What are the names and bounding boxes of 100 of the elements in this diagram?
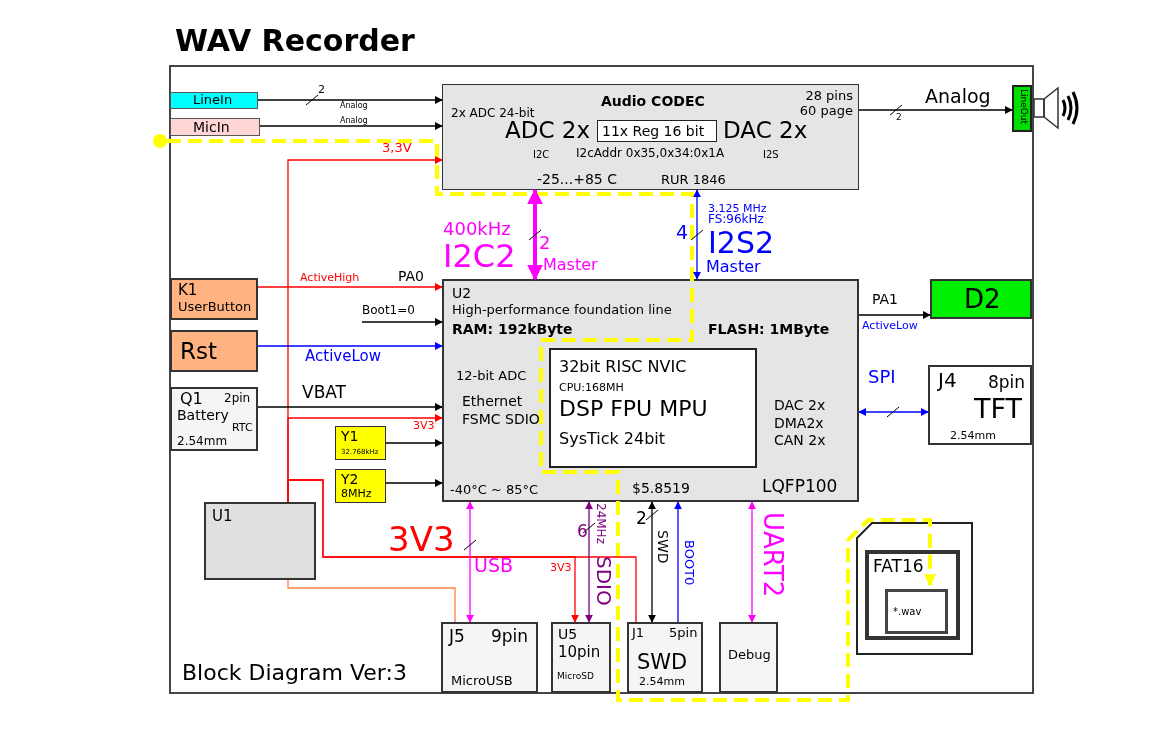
box-text: UserButton bbox=[178, 300, 252, 315]
connection-dot bbox=[153, 134, 167, 148]
crystal-box bbox=[335, 469, 386, 503]
box-text: I2C bbox=[533, 149, 550, 161]
edge-label: Analog bbox=[340, 101, 368, 111]
annotation-text: 400kHz bbox=[443, 219, 511, 240]
arrow bbox=[748, 501, 756, 623]
core-box bbox=[549, 348, 757, 468]
box-title: Y2 bbox=[341, 471, 359, 488]
arrow bbox=[257, 283, 443, 291]
connector-box bbox=[170, 387, 258, 451]
box-text: I2cAddr 0x35,0x34:0x1A bbox=[576, 147, 725, 161]
annotation-text: 6 bbox=[577, 522, 588, 542]
box-text: 2.54mm bbox=[177, 435, 228, 449]
box-title: D2 bbox=[964, 285, 1001, 315]
box-text: 12-bit ADC bbox=[456, 369, 527, 384]
button-box bbox=[170, 278, 258, 320]
box-text: I2S bbox=[763, 149, 779, 161]
annotation-text: PA0 bbox=[398, 268, 425, 285]
box-title: U2 bbox=[452, 285, 472, 302]
box-title: Audio CODEC bbox=[601, 93, 705, 110]
box-text: Battery bbox=[177, 407, 229, 424]
box-title: LineIn bbox=[193, 93, 233, 108]
box-text: RAM: 192kByte bbox=[452, 321, 573, 338]
box-text: DSP FPU MPU bbox=[559, 396, 708, 422]
arrow bbox=[858, 408, 929, 416]
button-box bbox=[170, 330, 258, 372]
arrow bbox=[385, 439, 443, 447]
register-box bbox=[597, 120, 717, 142]
box-text: 2pin bbox=[224, 392, 251, 406]
annotation-text: 2 bbox=[896, 112, 902, 123]
box-text: DAC 2x bbox=[723, 117, 808, 144]
box-title: Y1 bbox=[341, 428, 359, 445]
edge-label: I2S2 bbox=[708, 226, 775, 260]
box-text: 9pin bbox=[491, 627, 529, 647]
box-text: MicroUSB bbox=[451, 674, 513, 689]
arrow bbox=[674, 501, 682, 623]
edge-label: Analog bbox=[925, 86, 991, 108]
box-text: SWD bbox=[637, 650, 688, 675]
annotation-text: 4 bbox=[676, 222, 689, 244]
regulator-box bbox=[204, 502, 316, 580]
box-text: 2.54mm bbox=[950, 430, 996, 443]
file-box bbox=[885, 589, 948, 634]
arrow bbox=[693, 189, 701, 280]
box-title: J1 bbox=[632, 626, 645, 641]
connector-box bbox=[441, 622, 538, 693]
sd-card-outline bbox=[856, 522, 973, 655]
box-text: TFT bbox=[974, 393, 1023, 425]
edge-label: UART2 bbox=[757, 512, 787, 598]
edge-label: Analog bbox=[340, 116, 368, 126]
input-port-box bbox=[170, 92, 258, 109]
box-title: K1 bbox=[178, 282, 198, 300]
edge-label: BOOT0 bbox=[681, 540, 696, 586]
arrow bbox=[385, 479, 443, 487]
annotation-text: 24MHz bbox=[593, 503, 607, 544]
box-title: J4 bbox=[938, 369, 957, 392]
annotation-text: Master bbox=[543, 256, 598, 275]
annotation-text: Block Diagram Ver:3 bbox=[182, 660, 407, 686]
edge-label: SDIO bbox=[592, 556, 615, 606]
file-system-box bbox=[865, 550, 960, 640]
edge-label: SPI bbox=[868, 367, 896, 388]
edge-label: I2C2 bbox=[443, 238, 516, 275]
box-text: FLASH: 1MByte bbox=[708, 321, 830, 338]
box-title: 11x Reg 16 bit bbox=[602, 123, 705, 140]
annotation-text: 2 bbox=[318, 84, 325, 97]
crystal-box bbox=[335, 426, 386, 460]
box-text: 5pin bbox=[669, 626, 698, 641]
box-title: LineOut bbox=[1019, 89, 1030, 125]
box-title: Debug bbox=[728, 648, 771, 663]
arrow bbox=[648, 501, 656, 623]
box-title: U5 bbox=[558, 626, 578, 643]
arrow bbox=[257, 342, 443, 350]
box-text: 8MHz bbox=[341, 488, 372, 501]
input-port-box bbox=[170, 118, 260, 136]
box-text: 2.54mm bbox=[639, 676, 685, 689]
edge-label: ActiveHigh bbox=[300, 272, 360, 285]
edge-label: USB bbox=[474, 555, 513, 577]
annotation-text: Master bbox=[706, 258, 761, 277]
box-title: MicIn bbox=[193, 119, 230, 136]
box-text: RTC bbox=[232, 422, 253, 435]
arrow bbox=[257, 96, 443, 104]
box-text: DAC 2x DMA2x CAN 2x bbox=[774, 397, 827, 450]
edge-label: SWD bbox=[655, 530, 672, 564]
box-title: *.wav bbox=[893, 606, 922, 618]
box-title: U1 bbox=[212, 508, 233, 526]
box-title: Q1 bbox=[180, 390, 203, 409]
box-text: High-performance foundation line bbox=[452, 303, 672, 318]
box-text: -25...+85 C bbox=[537, 171, 617, 188]
arrow bbox=[259, 122, 443, 130]
box-text: $5.8519 bbox=[632, 480, 690, 497]
edge-label: ActiveLow bbox=[305, 348, 381, 366]
box-text: CPU:168MH bbox=[559, 382, 624, 395]
edge-label: 3V3 bbox=[388, 520, 455, 560]
edge-label: VBAT bbox=[302, 383, 346, 403]
connector-box bbox=[627, 622, 703, 693]
box-text: RUR 1846 bbox=[661, 173, 726, 188]
annotation-text: ActiveLow bbox=[862, 320, 918, 333]
annotation-text: 2 bbox=[636, 509, 647, 529]
box-title: J5 bbox=[449, 627, 465, 647]
led-box bbox=[930, 279, 1032, 319]
